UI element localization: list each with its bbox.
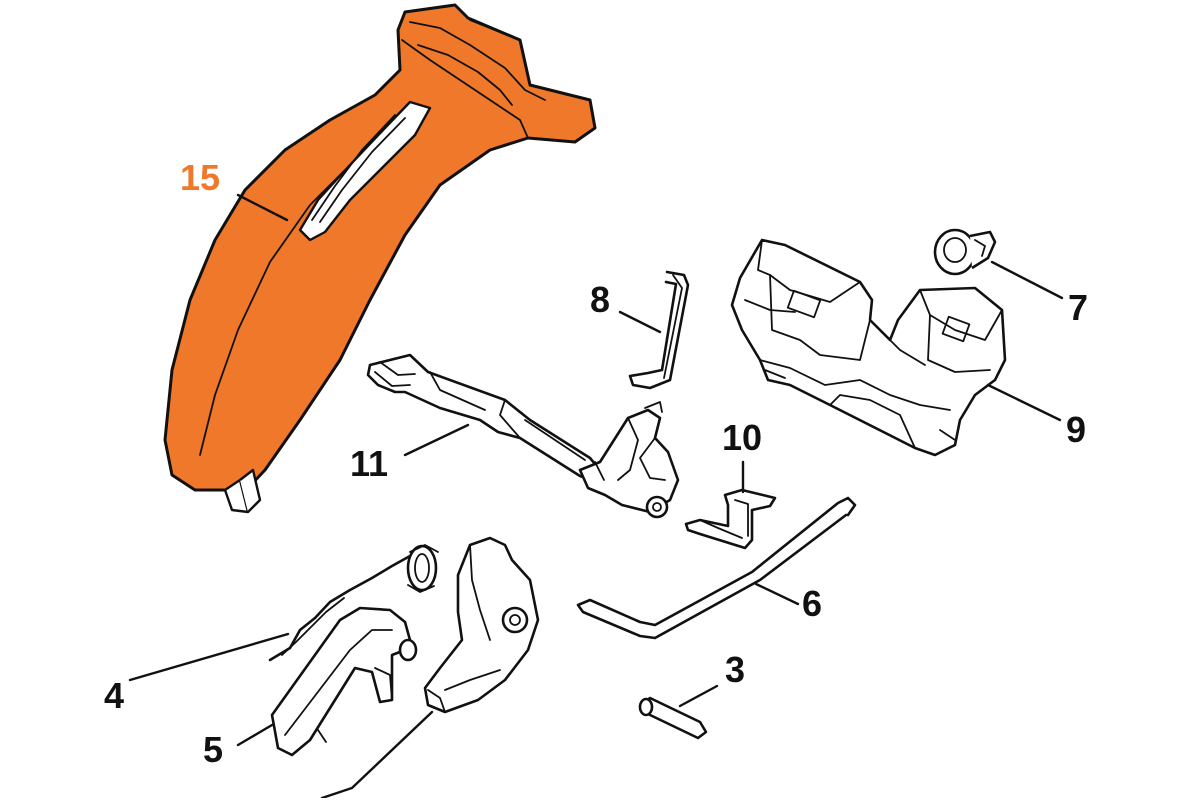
leader-6	[754, 582, 800, 606]
part-9-housing[interactable]	[730, 238, 1007, 457]
part-10-clip[interactable]	[684, 488, 777, 550]
callout-10[interactable]: 10	[722, 417, 763, 458]
callout-7[interactable]: 7	[1068, 287, 1089, 328]
leader-3	[678, 684, 719, 708]
leader-bracket	[320, 710, 434, 800]
callout-15[interactable]: 15	[180, 157, 221, 198]
part-3-pin[interactable]	[638, 696, 708, 740]
callout-4[interactable]: 4	[104, 675, 125, 716]
part-5-lever[interactable]	[270, 606, 418, 757]
leader-15	[236, 193, 289, 222]
callout-11[interactable]: 11	[350, 443, 389, 484]
part-8-rod[interactable]	[628, 270, 690, 390]
part-11-shaft-assembly[interactable]	[366, 353, 680, 519]
callout-8[interactable]: 8	[590, 279, 611, 320]
leader-5	[236, 723, 274, 747]
leader-7	[990, 260, 1064, 300]
part-15-handle[interactable]	[163, 3, 597, 514]
part-6-wire[interactable]	[576, 496, 857, 640]
part-4-spring[interactable]	[268, 544, 439, 662]
callout-3[interactable]: 3	[725, 649, 746, 690]
callout-5[interactable]: 5	[203, 729, 224, 770]
leader-8	[618, 310, 662, 334]
part-7-knob[interactable]	[933, 228, 997, 276]
callout-6[interactable]: 6	[802, 583, 823, 624]
leader-11	[403, 423, 470, 457]
part-lever-bracket[interactable]	[423, 536, 540, 714]
leader-4	[128, 632, 290, 682]
leader-9	[986, 383, 1062, 422]
callout-9[interactable]: 9	[1066, 409, 1087, 450]
